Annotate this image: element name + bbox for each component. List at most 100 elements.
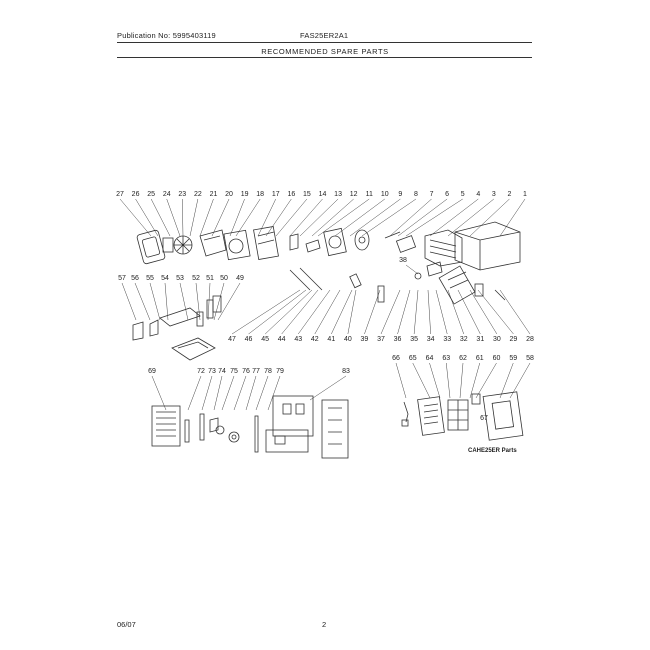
leader-72 <box>187 375 202 411</box>
leader-28 <box>499 289 531 335</box>
leader-46 <box>248 289 307 335</box>
parts-caption: CAHE25ER Parts <box>468 448 517 454</box>
motor-mount-part <box>162 237 174 253</box>
leader-20 <box>211 198 230 237</box>
part-number-49: 49 <box>236 275 244 282</box>
part-number-15: 15 <box>303 191 311 198</box>
leader-9 <box>349 198 401 237</box>
part-number-44: 44 <box>278 336 286 343</box>
leader-22 <box>189 198 199 237</box>
leader-35 <box>413 289 419 335</box>
leader-15 <box>275 198 308 237</box>
part-number-30: 30 <box>493 336 501 343</box>
part-number-11: 11 <box>366 191 373 198</box>
leader-57 <box>121 282 137 321</box>
control-box-part <box>438 265 476 305</box>
leader-73 <box>201 375 213 411</box>
display-board-part <box>265 429 309 453</box>
part-number-78: 78 <box>264 368 272 375</box>
control-panel-part <box>272 395 314 437</box>
leader-64 <box>429 362 441 399</box>
part-number-76: 76 <box>242 368 250 375</box>
leader-25 <box>150 198 171 237</box>
part-number-3: 3 <box>492 191 496 198</box>
leader-8 <box>361 198 417 237</box>
leader-54 <box>164 282 169 321</box>
part-number-58: 58 <box>526 355 534 362</box>
leader-53 <box>179 282 189 321</box>
front-grille-part <box>136 229 166 265</box>
tube-part <box>384 231 401 239</box>
leader-1 <box>499 198 526 237</box>
leader-18 <box>235 198 261 237</box>
part-number-28: 28 <box>526 336 534 343</box>
drain-pan-part <box>159 307 201 327</box>
part-number-22: 22 <box>194 191 202 198</box>
leader-43 <box>298 289 331 335</box>
capacitor-part <box>426 261 443 277</box>
part-number-36: 36 <box>394 336 402 343</box>
part-number-27: 27 <box>116 191 124 198</box>
header-rule-top <box>117 42 532 43</box>
part-number-16: 16 <box>287 191 295 198</box>
model-number: FAS25ER2A1 <box>300 31 349 40</box>
row3-parts <box>151 391 524 459</box>
part-number-46: 46 <box>245 336 253 343</box>
part-number-23: 23 <box>178 191 186 198</box>
part-number-25: 25 <box>147 191 155 198</box>
leader-47 <box>231 289 301 335</box>
bracket-small <box>132 321 144 341</box>
leader-45 <box>264 289 313 335</box>
leader-78 <box>255 375 269 411</box>
leader-63 <box>446 362 451 399</box>
leader-30 <box>469 289 498 335</box>
panel-part <box>253 226 279 260</box>
leader-5 <box>405 198 463 237</box>
bracket-part <box>305 239 321 253</box>
part-number-6: 6 <box>445 191 449 198</box>
part-number-21: 21 <box>210 191 218 198</box>
leader-49 <box>217 282 241 321</box>
scroll-part <box>199 229 227 257</box>
leader-38 <box>405 264 419 275</box>
leader-4 <box>429 198 479 237</box>
leader-74 <box>213 375 223 411</box>
part-number-61: 61 <box>476 355 484 362</box>
part-number-26: 26 <box>132 191 140 198</box>
leader-42 <box>314 289 341 335</box>
cabinet-part <box>454 221 521 271</box>
fan-blade-part <box>354 229 370 251</box>
leader-76 <box>233 375 247 411</box>
leader-40 <box>347 289 357 335</box>
part-number-7: 7 <box>430 191 434 198</box>
part-number-67: 67 <box>480 415 488 422</box>
leader-56 <box>134 282 151 321</box>
leader-17 <box>257 198 276 237</box>
leader-59 <box>499 362 514 399</box>
part-number-83: 83 <box>342 368 350 375</box>
part-number-77: 77 <box>252 368 260 375</box>
leader-66 <box>395 362 407 399</box>
leader-69 <box>151 375 167 411</box>
tube-part-2 <box>289 269 311 291</box>
knob-part <box>209 417 219 433</box>
part-number-2: 2 <box>507 191 511 198</box>
part-number-57: 57 <box>118 275 126 282</box>
leader-12 <box>311 198 354 237</box>
part-number-52: 52 <box>192 275 200 282</box>
part-number-69: 69 <box>148 368 156 375</box>
part-number-24: 24 <box>163 191 171 198</box>
part-number-8: 8 <box>414 191 418 198</box>
part-number-42: 42 <box>311 336 319 343</box>
row3-leader-lines <box>151 362 531 411</box>
leader-79 <box>267 375 281 411</box>
part-number-50: 50 <box>220 275 228 282</box>
row2-parts <box>132 261 506 361</box>
leader-2 <box>469 198 510 237</box>
leader-62 <box>459 362 464 399</box>
part-number-34: 34 <box>427 336 435 343</box>
part-number-39: 39 <box>361 336 369 343</box>
part-number-60: 60 <box>493 355 501 362</box>
